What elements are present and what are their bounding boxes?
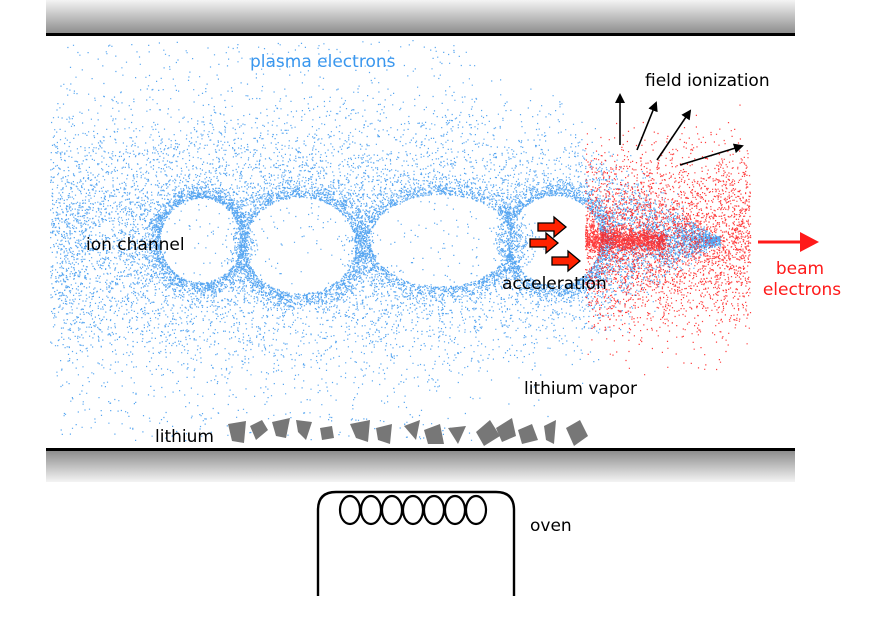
beam-direction-arrow <box>758 232 819 252</box>
plasma-electron-cloud <box>50 40 722 442</box>
coil-loop <box>443 494 467 526</box>
coil-loop <box>380 494 404 526</box>
block-arrow-icon <box>537 215 568 239</box>
ion-channel-label: ion channel <box>86 235 185 255</box>
coil-loop <box>338 494 362 526</box>
plasma-electrons-label: plasma electrons <box>250 52 396 72</box>
arrow-icon <box>656 109 692 161</box>
acceleration-label: acceleration <box>502 274 607 294</box>
coil-loop <box>422 494 446 526</box>
acceleration-arrows <box>529 215 582 273</box>
arrow-icon <box>679 143 744 166</box>
coil-loop <box>401 494 425 526</box>
arrow-icon <box>636 101 658 151</box>
field-ionization-arrows <box>615 93 744 166</box>
coil-loop <box>464 494 488 526</box>
lithium-chunks <box>228 418 588 446</box>
lithium-label: lithium <box>155 427 214 447</box>
block-arrow-icon <box>529 231 560 255</box>
lithium-vapor-label: lithium vapor <box>524 379 637 399</box>
coil-loop <box>359 494 383 526</box>
beam-electron-cloud <box>585 104 752 376</box>
field-ionization-label: field ionization <box>645 71 770 91</box>
block-arrow-icon <box>551 249 582 273</box>
bottom-wall <box>46 448 795 482</box>
oven-label: oven <box>530 516 572 536</box>
beam-electrons-label-line2: electrons <box>763 280 841 300</box>
coil-loops <box>338 494 488 526</box>
beam-electrons-label-line1: beam <box>776 259 824 279</box>
top-wall <box>46 0 795 36</box>
oven-heating-coil <box>316 490 516 596</box>
